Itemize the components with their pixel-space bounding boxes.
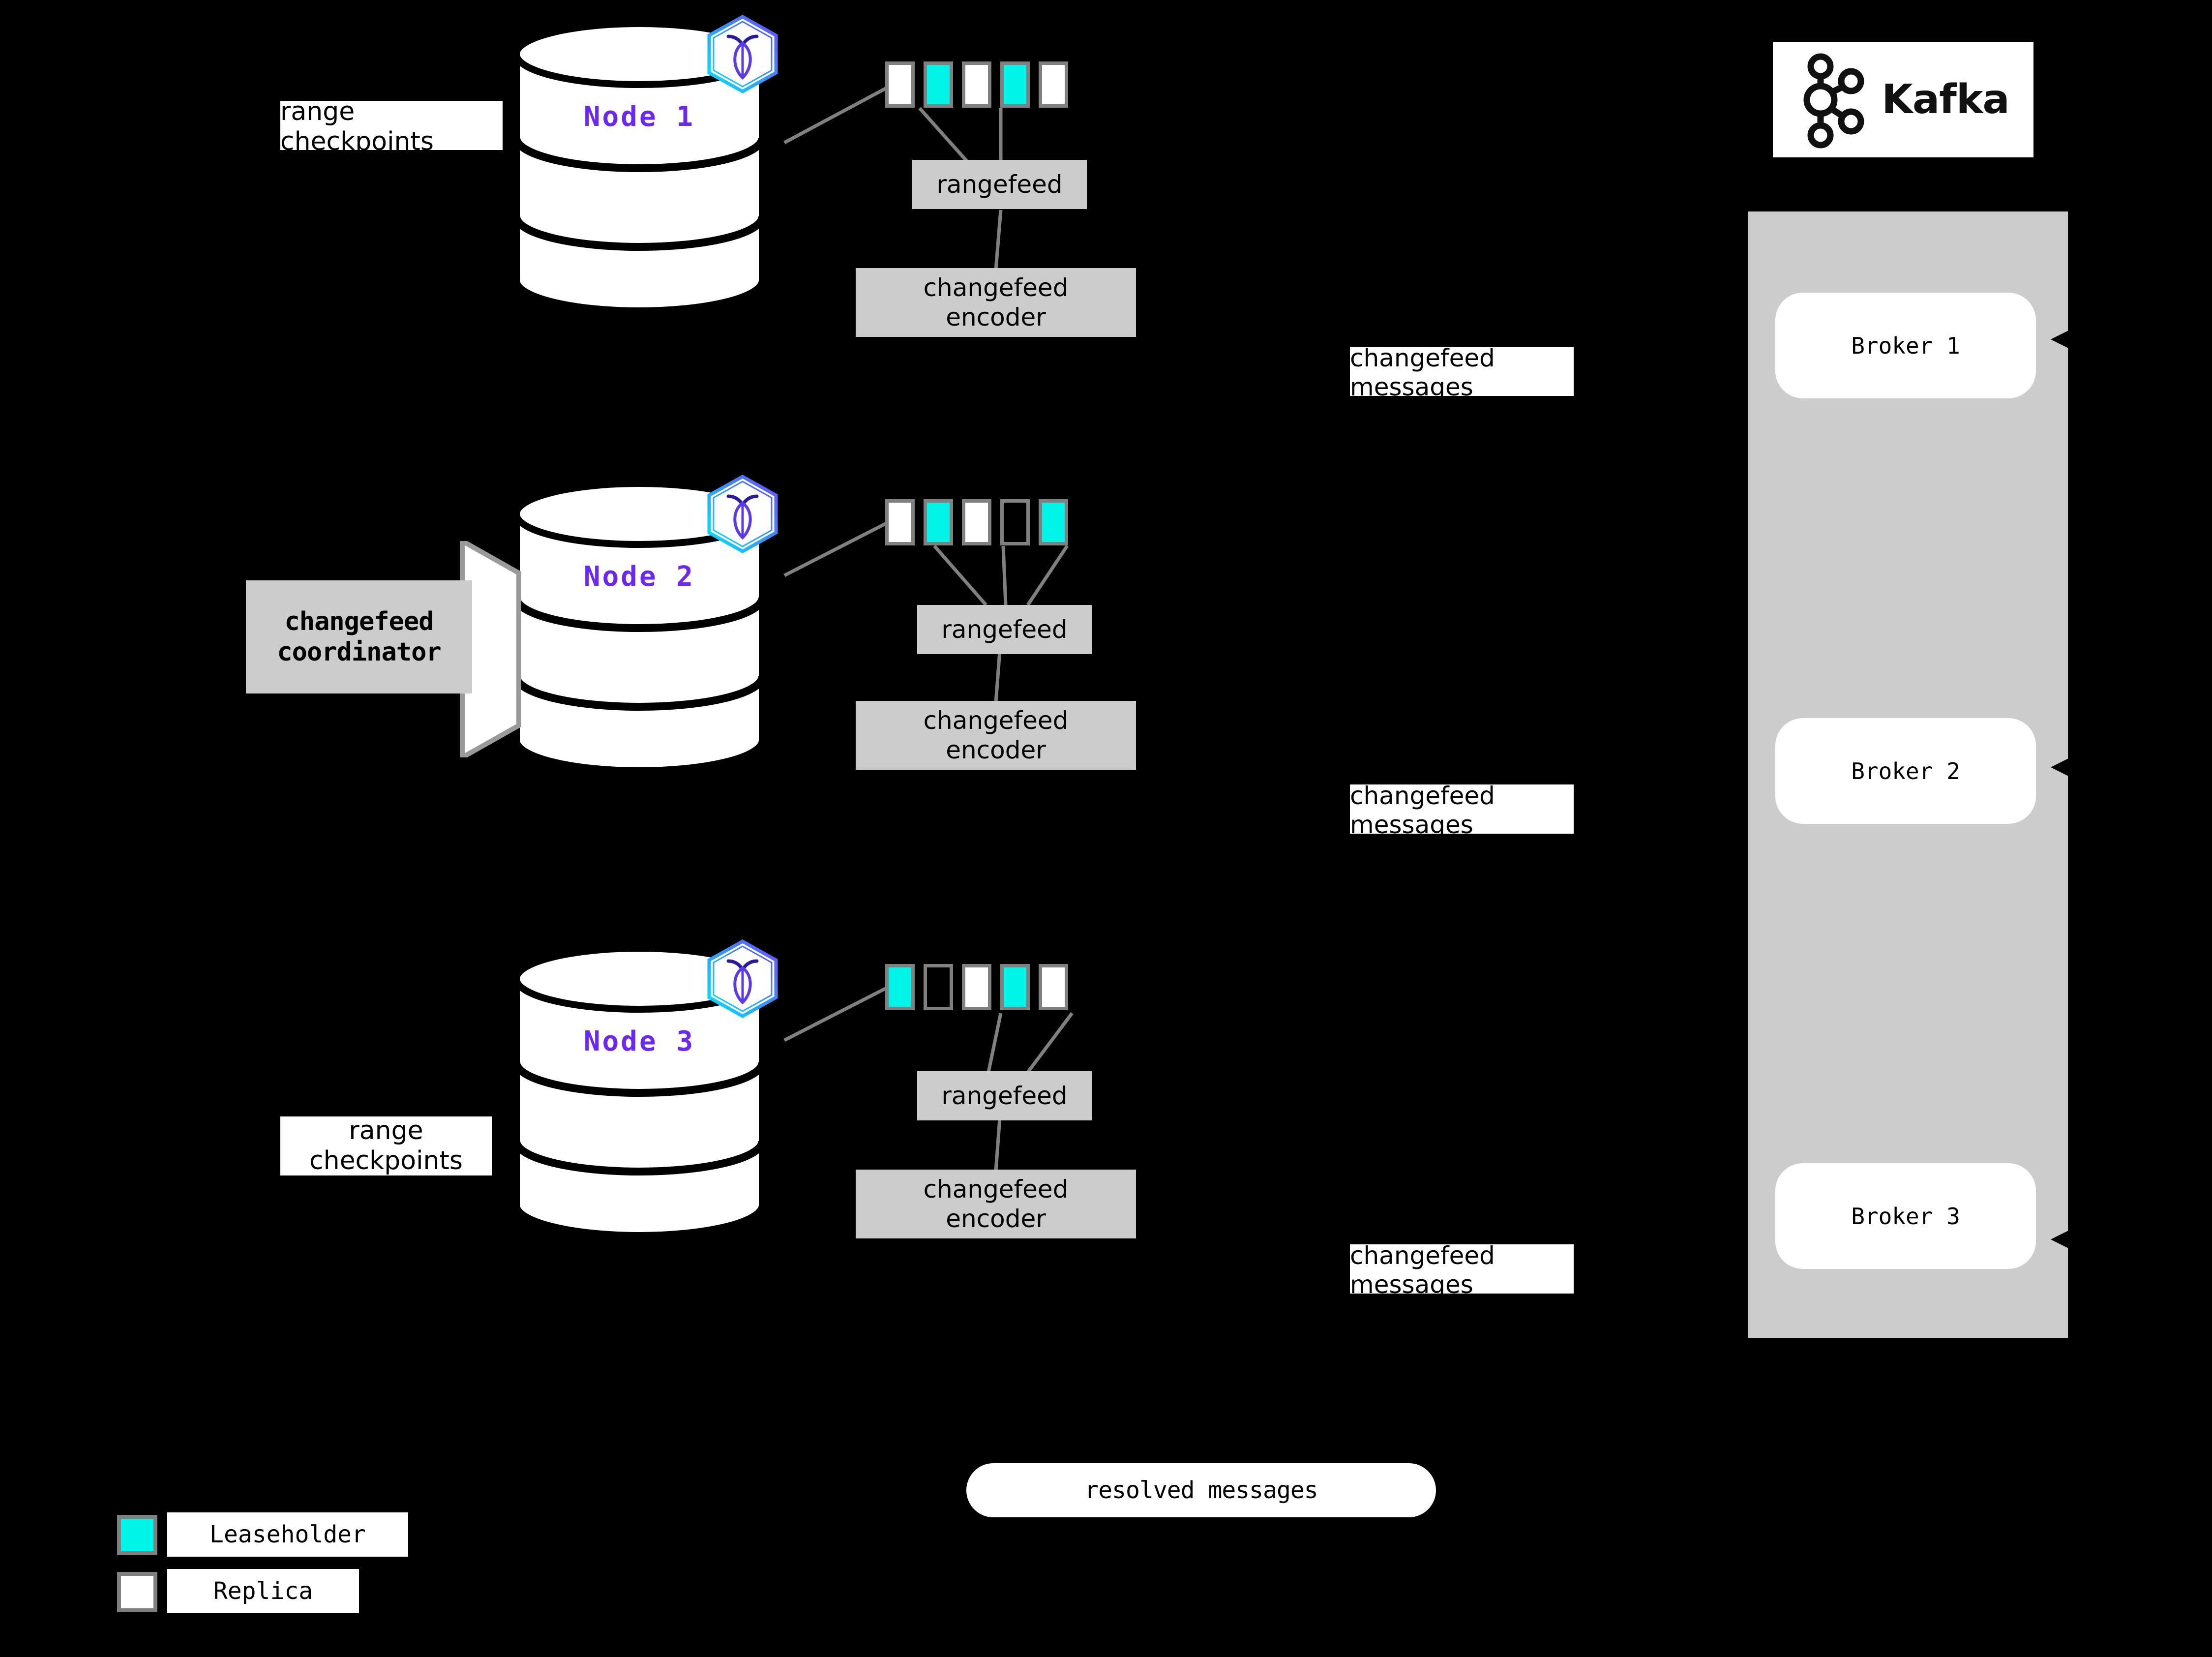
messages-line-2: messages	[1350, 1270, 1473, 1299]
encoder-line-1: changefeed	[923, 706, 1069, 735]
kafka-node-graph-icon	[1803, 53, 1864, 148]
kafka-logo-box: Kafka	[1773, 42, 2033, 157]
messages-line-2: messages	[1350, 373, 1473, 401]
broker-2-inbound-arrow	[2051, 753, 2080, 782]
rangefeed-label: rangefeed	[941, 615, 1068, 644]
node-3-changefeed-encoder-box[interactable]: changefeed encoder	[856, 1170, 1136, 1238]
legend-swatch-leaseholder	[117, 1515, 157, 1555]
node-1-label: Node 1	[583, 101, 695, 133]
broker-3-inbound-arrow	[2051, 1225, 2080, 1254]
node-1-range-row	[885, 61, 1068, 108]
broker-label: Broker 3	[1851, 1203, 1960, 1230]
range-cell-leaseholder[interactable]	[1039, 499, 1068, 545]
messages-line-2: messages	[1350, 811, 1473, 839]
range-cell-replica[interactable]	[885, 61, 915, 108]
range-cell-leaseholder[interactable]	[1000, 61, 1030, 108]
kafka-wordmark: Kafka	[1882, 76, 2009, 123]
legend-text: Replica	[213, 1577, 313, 1605]
range-checkpoints-line-2: checkpoints	[280, 127, 434, 156]
range-checkpoints-line-2: checkpoints	[309, 1146, 463, 1175]
encoder-line-1: changefeed	[923, 1175, 1069, 1204]
node-2-changefeed-messages-label: changefeed messages	[1350, 782, 1574, 839]
encoder-line-2: encoder	[946, 303, 1046, 331]
node-2-changefeed-encoder-box[interactable]: changefeed encoder	[856, 701, 1136, 770]
node-3-range-checkpoints-label: range checkpoints	[280, 1116, 492, 1175]
legend-label-replica: Replica	[167, 1569, 359, 1613]
range-cell-empty[interactable]	[1000, 499, 1030, 545]
legend-label-leaseholder: Leaseholder	[167, 1512, 408, 1557]
broker-label: Broker 1	[1851, 332, 1960, 359]
node-1-rangefeed-box[interactable]: rangefeed	[912, 160, 1087, 209]
node-2-cylinder: Node 2	[511, 480, 767, 775]
coordinator-line-1: changefeed	[284, 606, 434, 636]
range-cell-replica[interactable]	[1039, 61, 1068, 108]
cockroachdb-hex-icon	[706, 14, 779, 94]
node-1-changefeed-encoder-box[interactable]: changefeed encoder	[856, 268, 1136, 337]
messages-line-1: changefeed	[1350, 1241, 1495, 1270]
node-3-changefeed-messages-label: changefeed messages	[1350, 1241, 1574, 1299]
rangefeed-label: rangefeed	[936, 170, 1063, 199]
broker-2-box[interactable]: Broker 2	[1775, 718, 2036, 824]
encoder-line-1: changefeed	[923, 273, 1069, 302]
resolved-messages-pill[interactable]: resolved messages	[966, 1463, 1436, 1517]
range-checkpoints-line-1: range	[280, 96, 355, 126]
node-3-cylinder: Node 3	[511, 944, 767, 1239]
broker-label: Broker 2	[1851, 757, 1960, 784]
node-3-range-row	[885, 964, 1068, 1010]
range-cell-leaseholder[interactable]	[1000, 964, 1030, 1010]
broker-1-inbound-arrow	[2051, 325, 2080, 354]
range-cell-replica[interactable]	[962, 499, 991, 545]
range-cell-replica[interactable]	[962, 964, 991, 1010]
node-2-range-row	[885, 499, 1068, 545]
range-cell-leaseholder[interactable]	[885, 964, 915, 1010]
node-2-label: Node 2	[583, 561, 695, 593]
node-3-rangefeed-box[interactable]: rangefeed	[917, 1071, 1092, 1120]
range-checkpoints-line-1: range	[349, 1115, 423, 1145]
encoder-line-2: encoder	[946, 736, 1046, 764]
cockroachdb-hex-icon	[706, 939, 779, 1019]
range-cell-replica[interactable]	[885, 499, 915, 545]
coordinator-line-2: coordinator	[277, 637, 441, 667]
node-1-cylinder: Node 1	[511, 20, 767, 315]
range-cell-replica[interactable]	[1039, 964, 1068, 1010]
range-cell-leaseholder[interactable]	[924, 61, 953, 108]
resolved-messages-label: resolved messages	[1084, 1476, 1318, 1504]
encoder-line-2: encoder	[946, 1205, 1046, 1233]
cockroachdb-hex-icon	[706, 474, 779, 554]
node-3-label: Node 3	[583, 1025, 695, 1057]
rangefeed-label: rangefeed	[941, 1082, 1068, 1110]
messages-line-1: changefeed	[1350, 344, 1495, 372]
legend-swatch-replica	[117, 1572, 157, 1612]
range-cell-leaseholder[interactable]	[924, 499, 953, 545]
messages-line-1: changefeed	[1350, 782, 1495, 810]
node-1-range-checkpoints-label: range checkpoints	[280, 97, 503, 156]
legend-text: Leaseholder	[209, 1521, 366, 1548]
range-cell-empty[interactable]	[924, 964, 953, 1010]
node-1-changefeed-messages-label: changefeed messages	[1350, 344, 1574, 401]
node-2-rangefeed-box[interactable]: rangefeed	[917, 605, 1092, 654]
broker-1-box[interactable]: Broker 1	[1775, 293, 2036, 398]
changefeed-coordinator-box[interactable]: changefeed coordinator	[246, 580, 472, 693]
range-cell-replica[interactable]	[962, 61, 991, 108]
broker-3-box[interactable]: Broker 3	[1775, 1163, 2036, 1269]
